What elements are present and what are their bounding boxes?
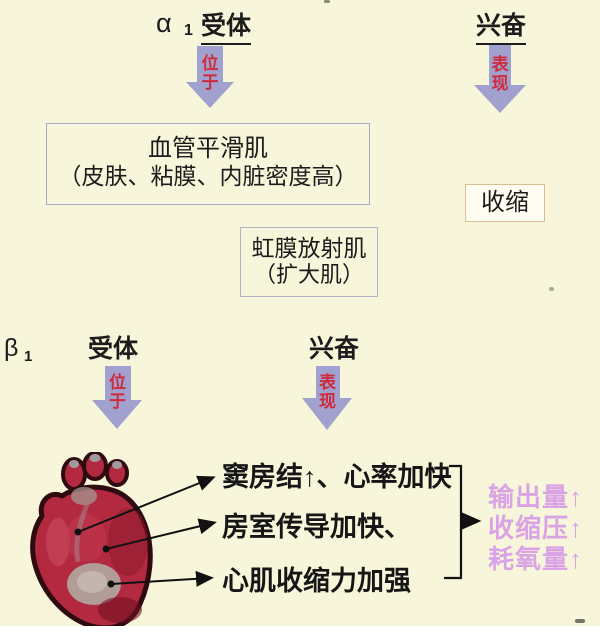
contraction-label: 收缩	[481, 189, 529, 216]
callout-arrow-av	[105, 518, 217, 550]
down-arrow-head	[474, 85, 526, 116]
effect-item-sinus: 窦房结↑、心率加快	[222, 462, 452, 492]
callout-arrow-sinus	[77, 475, 216, 533]
down-arrow-head	[92, 400, 142, 432]
down-arrow-shaft	[489, 45, 511, 89]
iris-muscle-box: 虹膜放射肌 （扩大肌）	[240, 227, 378, 297]
beta-subscript: 1	[24, 348, 33, 365]
effect-item-av: 房室传导加快、	[222, 512, 411, 542]
arrow-label-manifest: 表现	[491, 55, 509, 93]
collector-bracket	[444, 464, 463, 580]
alpha-symbol: α	[156, 8, 172, 38]
bottom-white-strip	[0, 626, 600, 633]
outcome-oxygen: 耗氧量↑	[488, 544, 584, 574]
heart-illustration	[30, 452, 153, 631]
outcome-pressure: 收缩压↑	[488, 513, 584, 543]
vascular-muscle-detail: （皮肤、粘膜、内脏密度高）	[58, 163, 358, 189]
down-arrow-beta-manifest: 表现	[302, 366, 353, 433]
iris-muscle-detail: （扩大肌）	[253, 262, 364, 287]
alpha-excite-label: 兴奋	[476, 6, 527, 45]
effect-item-myocardium: 心肌收缩力加强	[222, 566, 411, 596]
arrow-label-manifest: 表现	[319, 373, 336, 411]
beta-excite-label: 兴奋	[309, 335, 360, 363]
alpha-subscript: 1	[184, 22, 193, 39]
down-arrow-beta-locate: 位于	[92, 366, 143, 432]
down-arrow-alpha-manifest: 表现	[474, 45, 526, 116]
artifact-speck	[324, 0, 330, 3]
down-arrow-head	[302, 398, 352, 433]
beta-receptor-label: 受体	[88, 335, 139, 363]
artifact-speck	[575, 619, 585, 623]
down-arrow-head	[186, 82, 234, 111]
callout-arrow-myocardium	[110, 570, 214, 587]
down-arrow-shaft	[197, 46, 223, 86]
down-arrow-shaft	[315, 366, 340, 401]
beta-symbol: β	[4, 334, 19, 362]
down-arrow-alpha-locate: 位于	[186, 46, 234, 111]
down-arrow-shaft	[104, 366, 131, 403]
arrow-label-locate: 位于	[109, 373, 126, 411]
iris-muscle-title: 虹膜放射肌	[251, 235, 367, 261]
arrow-label-locate: 位于	[201, 54, 219, 92]
outcome-output: 输出量↑	[488, 482, 584, 512]
vascular-muscle-box: 血管平滑肌 （皮肤、粘膜、内脏密度高）	[46, 123, 370, 205]
artifact-speck	[549, 287, 554, 291]
contraction-box: 收缩	[465, 184, 545, 222]
alpha-receptor-label: 受体	[201, 6, 252, 45]
vascular-muscle-title: 血管平滑肌	[148, 135, 268, 162]
